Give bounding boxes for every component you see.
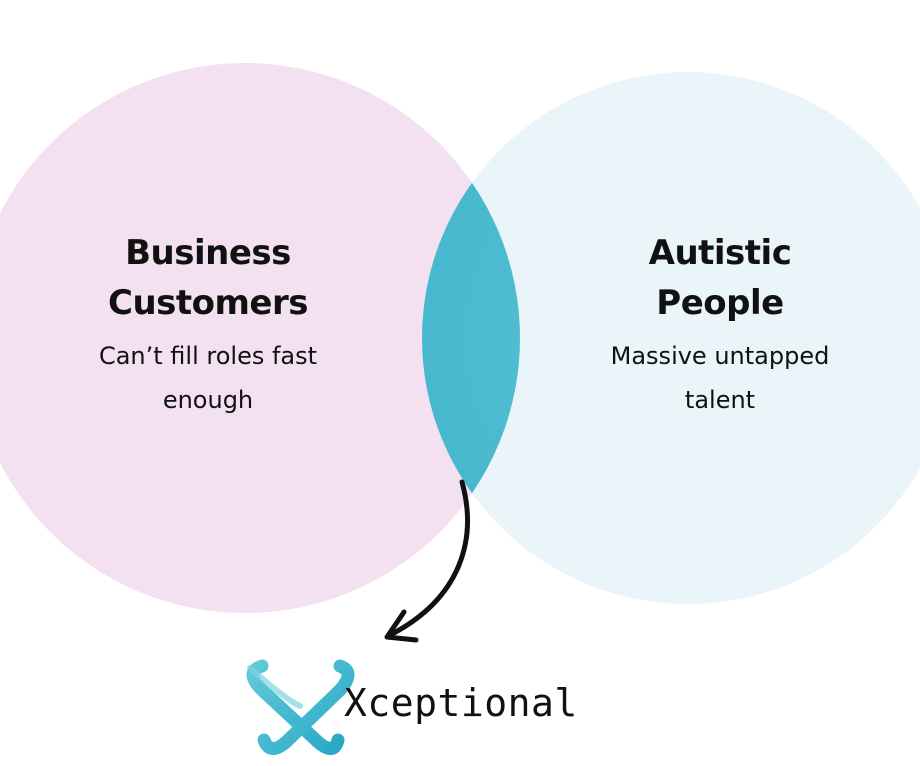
right-set-title: Autistic People — [648, 233, 792, 323]
left-set-label: Business Customers Can’t fill roles fast… — [40, 228, 376, 422]
arrow-curve — [389, 479, 470, 637]
left-set-description: Can’t fill roles fast enough — [98, 342, 318, 414]
left-circle — [0, 63, 520, 613]
arrow-head-icon — [384, 609, 419, 643]
right-circle — [422, 72, 920, 604]
brand-name: Xceptional — [344, 681, 578, 725]
left-set-title: Business Customers — [108, 233, 309, 323]
right-set-description: Massive untapped talent — [610, 342, 830, 414]
right-set-label: Autistic People Massive untapped talent — [558, 228, 882, 422]
x-logo-icon — [246, 659, 355, 755]
